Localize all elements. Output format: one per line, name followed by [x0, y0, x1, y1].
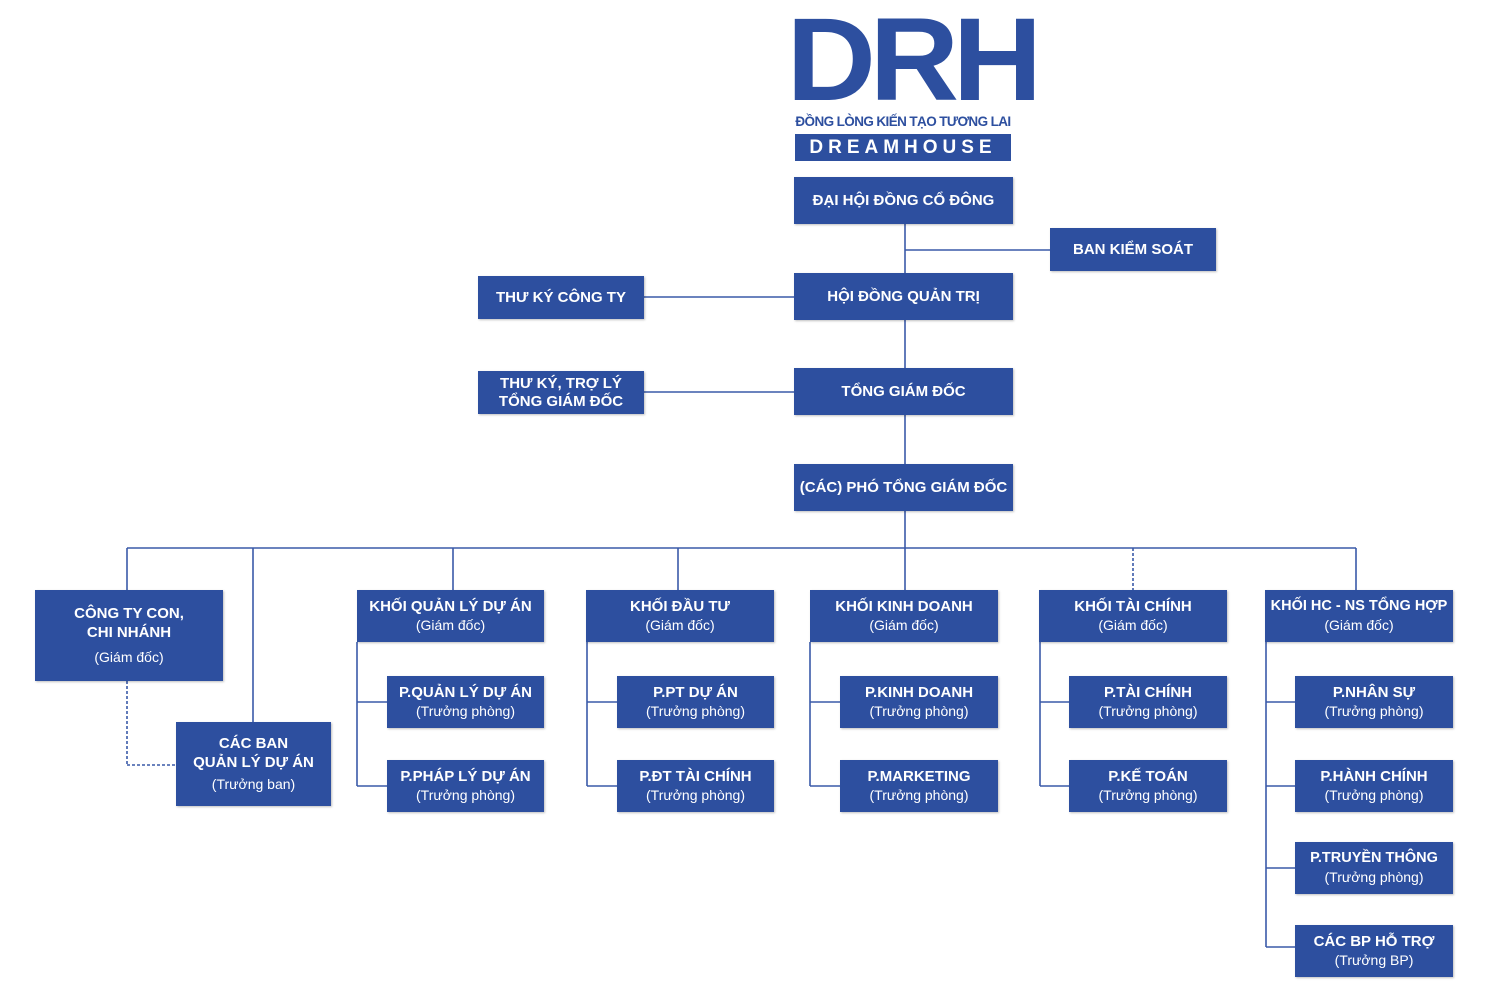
node-p-nhan-su[interactable]: P.NHÂN SỰ (Trưởng phòng): [1295, 676, 1453, 728]
node-subtitle: (Trưởng phòng): [869, 703, 969, 719]
node-p-tai-chinh[interactable]: P.TÀI CHÍNH (Trưởng phòng): [1069, 676, 1227, 728]
node-subtitle: (Trưởng phòng): [1098, 703, 1198, 719]
node-title: KHỐI HC - NS TỔNG HỢP: [1270, 598, 1448, 614]
node-ban-kiem-soat[interactable]: BAN KIỂM SOÁT: [1050, 228, 1216, 271]
node-p-ke-toan[interactable]: P.KẾ TOÁN (Trưởng phòng): [1069, 760, 1227, 812]
node-title: P.NHÂN SỰ: [1332, 684, 1416, 701]
node-khoi-kinh-doanh[interactable]: KHỐI KINH DOANH (Giám đốc): [810, 590, 998, 642]
node-subtitle: (Giám đốc): [645, 617, 715, 633]
node-title: P.ĐT TÀI CHÍNH: [639, 768, 752, 785]
node-subtitle: (Trưởng phòng): [1324, 869, 1424, 885]
node-p-truyen-thong[interactable]: P.TRUYỀN THÔNG (Trưởng phòng): [1295, 842, 1453, 894]
node-p-hanh-chinh[interactable]: P.HÀNH CHÍNH (Trưởng phòng): [1295, 760, 1453, 812]
node-subtitle: (Trưởng phòng): [1324, 787, 1424, 803]
node-subtitle: (Trưởng phòng): [1098, 787, 1198, 803]
node-thu-ky-tro-ly-tgd[interactable]: THƯ KÝ, TRỢ LÝ TỔNG GIÁM ĐỐC: [478, 371, 644, 414]
node-hoi-dong-quan-tri[interactable]: HỘI ĐỒNG QUẢN TRỊ: [794, 273, 1013, 320]
node-title: CÁC BAN QUẢN LÝ DỰ ÁN: [193, 735, 314, 771]
node-title: P.PT DỰ ÁN: [653, 684, 738, 701]
node-p-pt-du-an[interactable]: P.PT DỰ ÁN (Trưởng phòng): [617, 676, 774, 728]
node-p-quan-ly-du-an[interactable]: P.QUẢN LÝ DỰ ÁN (Trưởng phòng): [387, 676, 544, 728]
node-title: ĐẠI HỘI ĐỒNG CỔ ĐÔNG: [812, 192, 995, 209]
node-title: P.KẾ TOÁN: [1108, 768, 1188, 785]
node-subtitle: (Trưởng ban): [211, 776, 296, 792]
node-title: THƯ KÝ CÔNG TY: [496, 289, 626, 306]
node-subtitle: (Giám đốc): [415, 617, 486, 633]
node-subtitle: (Trưởng phòng): [646, 787, 745, 803]
node-cac-ban-quan-ly-du-an[interactable]: CÁC BAN QUẢN LÝ DỰ ÁN (Trưởng ban): [176, 722, 331, 806]
node-title: CÔNG TY CON, CHI NHÁNH: [74, 605, 184, 641]
node-title: (CÁC) PHÓ TỔNG GIÁM ĐỐC: [799, 479, 1008, 496]
node-cong-ty-con-chi-nhanh[interactable]: CÔNG TY CON, CHI NHÁNH (Giám đốc): [35, 590, 223, 681]
node-pho-tong-giam-doc[interactable]: (CÁC) PHÓ TỔNG GIÁM ĐỐC: [794, 464, 1013, 511]
node-subtitle: (Giám đốc): [1098, 617, 1168, 633]
node-title: THƯ KÝ, TRỢ LÝ TỔNG GIÁM ĐỐC: [498, 374, 624, 410]
node-title: BAN KIỂM SOÁT: [1073, 241, 1193, 258]
node-title: KHỐI KINH DOANH: [835, 598, 973, 615]
node-title: P.TRUYỀN THÔNG: [1310, 850, 1438, 866]
node-title: KHỐI ĐẦU TƯ: [630, 598, 730, 615]
dreamhouse-logo: DRH ĐỒNG LÒNG KIẾN TẠO TƯƠNG LAI DREAMHO…: [786, 1, 1042, 161]
node-tong-giam-doc[interactable]: TỔNG GIÁM ĐỐC: [794, 368, 1013, 415]
node-subtitle: (Giám đốc): [869, 617, 939, 633]
node-subtitle: (Trưởng phòng): [869, 787, 969, 803]
node-khoi-quan-ly-du-an[interactable]: KHỐI QUẢN LÝ DỰ ÁN (Giám đốc): [357, 590, 544, 642]
node-title: P.KINH DOANH: [864, 684, 974, 701]
node-khoi-hc-ns-tong-hop[interactable]: KHỐI HC - NS TỔNG HỢP (Giám đốc): [1265, 590, 1453, 642]
node-thu-ky-cong-ty[interactable]: THƯ KÝ CÔNG TY: [478, 276, 644, 319]
logo-slogan: ĐỒNG LÒNG KIẾN TẠO TƯƠNG LAI: [795, 114, 1011, 129]
node-title: CÁC BP HỖ TRỢ: [1313, 933, 1435, 950]
node-dai-hoi-dong-co-dong[interactable]: ĐẠI HỘI ĐỒNG CỔ ĐÔNG: [794, 177, 1013, 224]
node-subtitle: (Giám đốc): [94, 649, 164, 665]
node-title: P.QUẢN LÝ DỰ ÁN: [398, 684, 532, 701]
node-title: TỔNG GIÁM ĐỐC: [841, 383, 966, 400]
node-p-dt-tai-chinh[interactable]: P.ĐT TÀI CHÍNH (Trưởng phòng): [617, 760, 774, 812]
node-khoi-dau-tu[interactable]: KHỐI ĐẦU TƯ (Giám đốc): [586, 590, 774, 642]
logo-brand-band: DREAMHOUSE: [795, 134, 1011, 161]
node-title: KHỐI TÀI CHÍNH: [1074, 598, 1192, 615]
node-subtitle: (Trưởng phòng): [1324, 703, 1424, 719]
node-title: P.PHÁP LÝ DỰ ÁN: [400, 768, 531, 785]
node-cac-bp-ho-tro[interactable]: CÁC BP HỖ TRỢ (Trưởng BP): [1295, 925, 1453, 977]
node-title: HỘI ĐỒNG QUẢN TRỊ: [827, 288, 980, 305]
logo-letters: DRH: [786, 0, 1042, 126]
node-subtitle: (Trưởng phòng): [416, 703, 515, 719]
node-khoi-tai-chinh[interactable]: KHỐI TÀI CHÍNH (Giám đốc): [1039, 590, 1227, 642]
node-p-kinh-doanh[interactable]: P.KINH DOANH (Trưởng phòng): [840, 676, 998, 728]
node-subtitle: (Trưởng BP): [1334, 952, 1414, 968]
node-subtitle: (Trưởng phòng): [646, 703, 745, 719]
node-title: P.TÀI CHÍNH: [1103, 684, 1193, 701]
node-p-marketing[interactable]: P.MARKETING (Trưởng phòng): [840, 760, 998, 812]
node-p-phap-ly-du-an[interactable]: P.PHÁP LÝ DỰ ÁN (Trưởng phòng): [387, 760, 544, 812]
node-title: KHỐI QUẢN LÝ DỰ ÁN: [369, 598, 532, 615]
node-subtitle: (Trưởng phòng): [416, 787, 515, 803]
node-subtitle: (Giám đốc): [1324, 617, 1394, 633]
node-title: P.MARKETING: [867, 768, 971, 785]
node-title: P.HÀNH CHÍNH: [1320, 768, 1428, 785]
